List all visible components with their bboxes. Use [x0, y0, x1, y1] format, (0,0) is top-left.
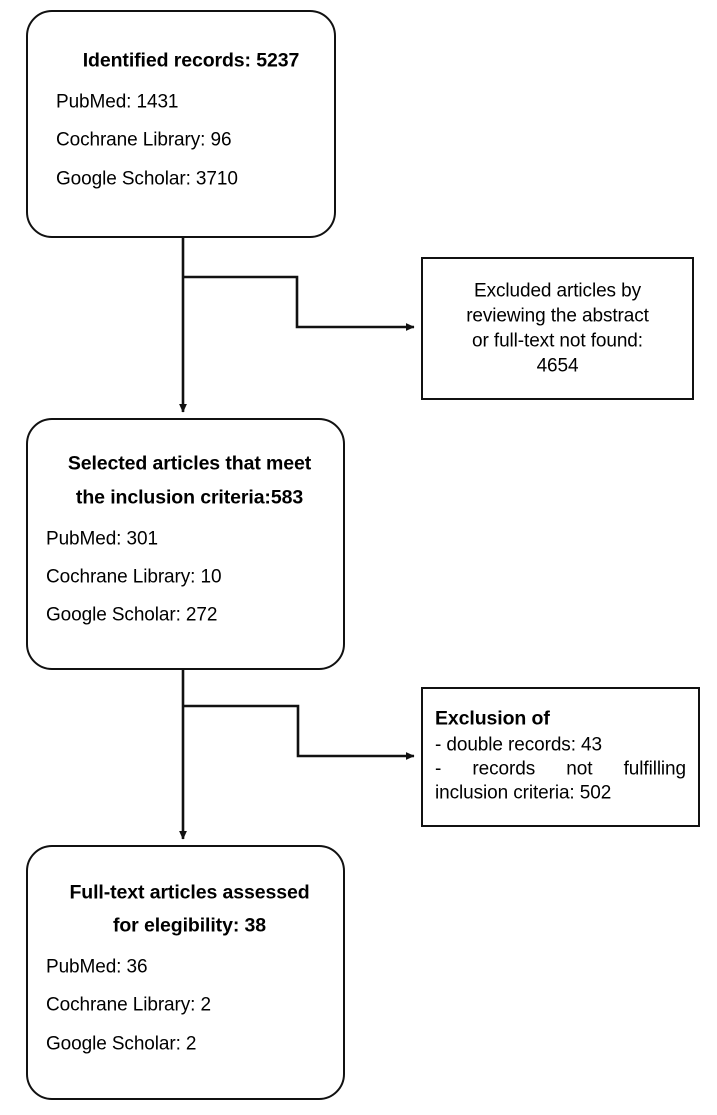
identified-source-cochrane: Cochrane Library: 96	[56, 129, 232, 151]
excluded-line-1: Excluded articles by	[474, 279, 641, 301]
node-selected-articles: Selected articles that meet the inclusio…	[26, 418, 345, 670]
fulltext-source-google-scholar: Google Scholar: 2	[46, 1033, 197, 1055]
node-identified-records: Identified records: 5237 PubMed: 1431 Co…	[26, 10, 336, 238]
identified-title: Identified records: 5237	[82, 49, 300, 72]
exclusion-heading: Exclusion of	[435, 707, 550, 730]
fulltext-source-pubmed: PubMed: 36	[46, 956, 148, 978]
excluded-line-3: or full-text not found:	[472, 330, 643, 352]
arrow-selected-to-exclusion	[183, 704, 415, 760]
arrow-identified-to-excluded	[183, 275, 415, 331]
node-excluded-articles: Excluded articles by reviewing the abstr…	[421, 257, 694, 400]
node-fulltext-articles: Full-text articles assessed for elegibil…	[26, 845, 345, 1100]
excluded-line-2: reviewing the abstract	[466, 305, 649, 327]
exclusion-line-double-records: - double records: 43	[435, 734, 602, 756]
selected-source-google-scholar: Google Scholar: 272	[46, 604, 218, 626]
fulltext-title-line-2: for elegibility: 38	[112, 914, 267, 937]
selected-source-pubmed: PubMed: 301	[46, 528, 158, 550]
fulltext-source-cochrane: Cochrane Library: 2	[46, 995, 211, 1017]
fulltext-title-line-1: Full-text articles assessed	[69, 881, 310, 904]
selected-title-line-2: the inclusion criteria:583	[75, 486, 304, 509]
selected-title-line-1: Selected articles that meet	[67, 452, 312, 475]
excluded-count: 4654	[536, 355, 579, 377]
identified-source-pubmed: PubMed: 1431	[56, 91, 179, 113]
identified-source-google-scholar: Google Scholar: 3710	[56, 168, 238, 190]
exclusion-line-not-fulfilling: - records not fulfilling	[435, 758, 686, 780]
exclusion-line-inclusion-criteria: inclusion criteria: 502	[435, 783, 612, 805]
selected-source-cochrane: Cochrane Library: 10	[46, 566, 222, 588]
node-exclusion-reasons: Exclusion of - double records: 43 - reco…	[421, 687, 700, 827]
